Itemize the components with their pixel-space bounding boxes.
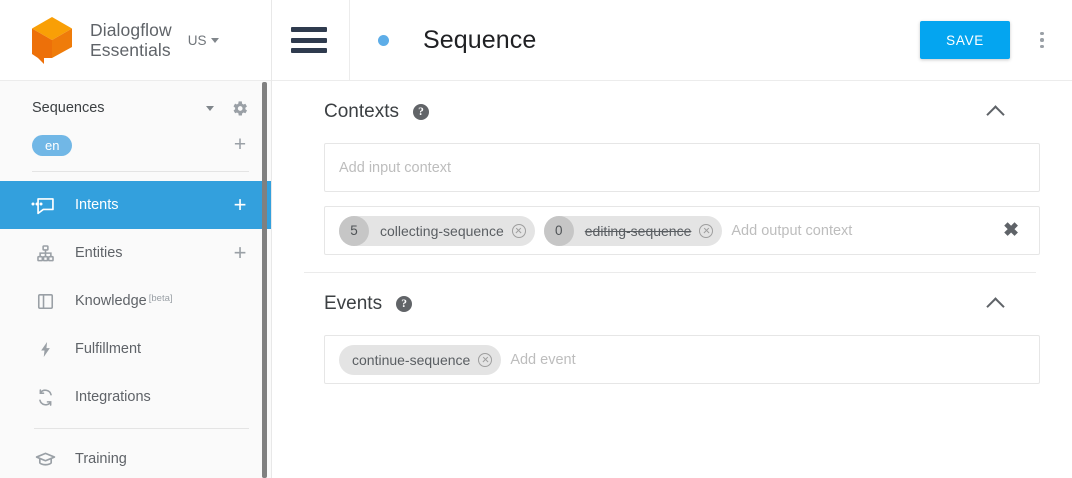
speech-bubble-icon (31, 194, 56, 216)
kebab-more-icon[interactable] (1026, 21, 1058, 59)
events-placeholder: Add event (510, 351, 576, 368)
brand-name-line2: Essentials (90, 40, 171, 60)
sidebar-item-integrations[interactable]: Integrations (0, 373, 271, 421)
sidebar-scrollbar[interactable] (262, 82, 267, 478)
caret-down-icon[interactable] (206, 105, 214, 111)
save-button[interactable]: SAVE (920, 21, 1010, 59)
sidebar-item-label: Knowledge [beta] (75, 293, 249, 309)
add-entity-icon[interactable]: + (233, 240, 247, 265)
contexts-title: Contexts (324, 101, 399, 122)
chevron-up-icon[interactable] (988, 104, 1004, 120)
sidebar-nav: Intents + Entities + (0, 181, 271, 478)
sidebar-item-intents[interactable]: Intents + (0, 181, 271, 229)
lightning-bolt-icon (34, 338, 56, 360)
toolbar-separator (349, 0, 350, 81)
section-divider (304, 272, 1036, 273)
chip-remove-icon[interactable] (699, 223, 714, 238)
nav-divider (34, 428, 249, 429)
language-chip-en[interactable]: en (32, 134, 73, 156)
input-context-field[interactable]: Add input context (324, 143, 1040, 192)
brand-header[interactable]: Dialogflow Essentials US (0, 0, 271, 81)
add-intent-icon[interactable]: + (233, 192, 247, 217)
entities-label: Entities (75, 245, 123, 261)
sidebar-item-fulfillment[interactable]: Fulfillment (0, 325, 271, 373)
sidebar-item-entities[interactable]: Entities + (0, 229, 271, 277)
sidebar-item-label: Entities (75, 245, 231, 261)
dialogflow-cube-logo-icon (28, 14, 76, 66)
language-row: en + (0, 126, 271, 164)
agent-name: Sequences (32, 100, 105, 116)
chip-remove-icon[interactable] (511, 223, 526, 238)
sidebar: Dialogflow Essentials US Sequences en (0, 0, 272, 478)
event-chip[interactable]: continue-sequence (339, 344, 502, 375)
contexts-section-header: Contexts ? (324, 81, 1040, 143)
chip-remove-icon[interactable] (478, 352, 493, 367)
input-context-placeholder: Add input context (339, 159, 452, 176)
graduation-cap-icon (34, 448, 56, 470)
events-section-header: Events ? (324, 273, 1040, 335)
sidebar-item-label: Fulfillment (75, 341, 249, 357)
beta-badge: [beta] (148, 293, 173, 304)
status-dot (378, 34, 389, 46)
sidebar-item-label: Integrations (75, 389, 249, 405)
region-label: US (187, 32, 207, 48)
brand-name-line1: Dialogflow (90, 20, 172, 40)
output-context-placeholder: Add output context (731, 222, 853, 239)
chip-lifespan-badge: 0 (543, 215, 574, 246)
book-icon (34, 290, 56, 312)
gear-icon[interactable] (230, 99, 249, 118)
sidebar-item-training[interactable]: Training (0, 435, 271, 478)
help-question-icon[interactable]: ? (412, 104, 429, 120)
output-context-field[interactable]: 5 collecting-sequence 0 editing-sequence… (324, 206, 1040, 255)
fulfillment-label: Fulfillment (75, 341, 142, 357)
page-title: Sequence (423, 25, 537, 54)
sidebar-item-knowledge[interactable]: Knowledge [beta] (0, 277, 271, 325)
chip-label: continue-sequence (352, 351, 471, 368)
output-context-chip[interactable]: 0 editing-sequence (543, 215, 723, 246)
main-content: Sequence SAVE Contexts ? Add input conte… (272, 0, 1072, 478)
hierarchy-icon (34, 242, 56, 264)
events-title: Events (324, 293, 383, 314)
events-field[interactable]: continue-sequence Add event (324, 335, 1040, 384)
top-bar: Sequence SAVE (272, 0, 1072, 81)
language-divider (32, 171, 249, 172)
intent-editor-body: Contexts ? Add input context 5 collectin… (272, 81, 1072, 384)
agent-selector[interactable]: Sequences (0, 90, 271, 126)
brand-name: Dialogflow Essentials (90, 20, 172, 60)
integrations-label: Integrations (75, 389, 151, 405)
help-question-icon[interactable]: ? (396, 296, 413, 312)
training-label: Training (75, 451, 127, 467)
chip-lifespan-badge: 5 (339, 215, 369, 246)
output-context-chip[interactable]: 5 collecting-sequence (339, 215, 535, 246)
sidebar-item-label: Intents (75, 197, 231, 213)
intents-label: Intents (75, 197, 119, 213)
hamburger-menu-icon[interactable] (291, 27, 327, 53)
clear-all-x-icon[interactable]: ✖ (1003, 220, 1019, 241)
sidebar-item-label: Training (75, 451, 249, 467)
add-language-icon[interactable]: + (233, 133, 247, 156)
region-selector[interactable]: US (188, 33, 219, 48)
caret-down-icon (210, 37, 219, 43)
chip-label: collecting-sequence (380, 222, 504, 239)
chevron-up-icon[interactable] (988, 296, 1004, 312)
knowledge-label: Knowledge (75, 293, 147, 309)
chip-label: editing-sequence (584, 222, 692, 239)
sync-arrows-icon (34, 386, 56, 408)
